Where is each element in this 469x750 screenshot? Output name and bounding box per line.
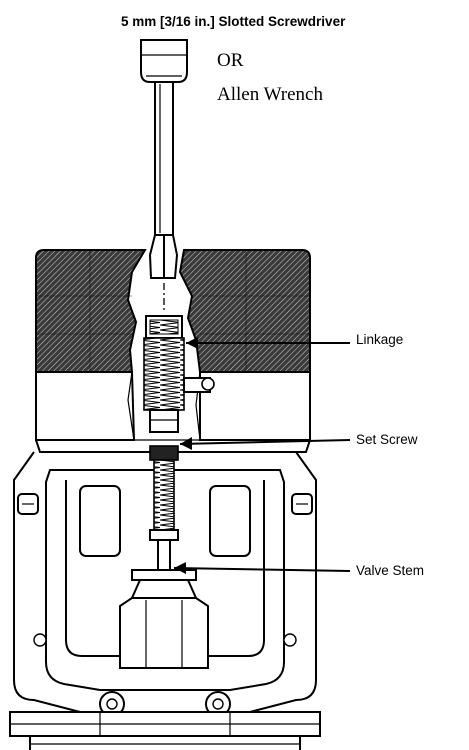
or-label: OR — [217, 50, 244, 71]
screwdriver — [140, 39, 188, 310]
linkage-arrow — [186, 337, 350, 349]
valve-stem-assembly — [119, 459, 209, 669]
set-screw-label: Set Screw — [356, 432, 418, 447]
alt-tool-label: Allen Wrench — [217, 84, 323, 105]
valve-base — [9, 711, 321, 750]
valve-stem-arrow — [173, 562, 351, 574]
linkage-mechanism — [127, 315, 215, 461]
linkage-label: Linkage — [356, 332, 403, 347]
actuator-cover — [35, 249, 311, 453]
set-screw-arrow — [179, 437, 351, 450]
tool-label: 5 mm [3/16 in.] Slotted Screwdriver — [121, 14, 346, 29]
valve-stem-label: Valve Stem — [356, 563, 424, 578]
